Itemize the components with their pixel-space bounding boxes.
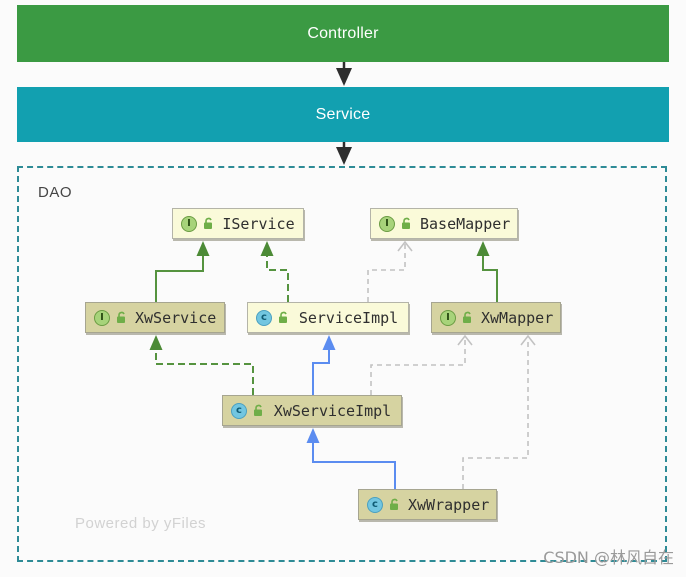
controller-layer-bar: Controller	[17, 5, 669, 62]
unlocked-padlock-icon	[201, 217, 214, 230]
node-iservice[interactable]: I IService	[172, 208, 304, 239]
arrow-service-to-dao	[336, 142, 352, 165]
node-serviceimpl[interactable]: c ServiceImpl	[247, 302, 409, 333]
csdn-watermark: CSDN @林风自在	[543, 548, 674, 567]
service-layer-bar: Service	[17, 87, 669, 142]
node-label: XwMapper	[481, 308, 554, 327]
node-label: IService	[222, 214, 295, 233]
class-icon: c	[231, 402, 247, 419]
node-label: ServiceImpl	[298, 308, 399, 327]
node-label: XwWrapper	[408, 495, 490, 514]
interface-icon: I	[181, 215, 197, 232]
unlocked-padlock-icon	[387, 498, 400, 511]
node-label: XwServiceImpl	[273, 401, 392, 420]
node-xwserviceimpl[interactable]: c XwServiceImpl	[222, 395, 402, 426]
interface-icon: I	[379, 215, 395, 232]
class-icon: c	[256, 309, 272, 326]
unlocked-padlock-icon	[460, 311, 473, 324]
controller-layer-label: Controller	[307, 24, 379, 42]
service-layer-label: Service	[315, 105, 371, 123]
powered-by-yfiles-label: Powered by yFiles	[75, 515, 207, 532]
interface-icon: I	[440, 309, 456, 326]
dao-layer-label: DAO	[38, 184, 73, 201]
node-label: BaseMapper	[420, 214, 511, 233]
node-xwservice[interactable]: I XwService	[85, 302, 225, 333]
node-label: XwService	[135, 308, 217, 327]
unlocked-padlock-icon	[251, 404, 264, 417]
node-xwwrapper[interactable]: c XwWrapper	[358, 489, 497, 520]
arrow-controller-to-service	[336, 62, 352, 86]
unlocked-padlock-icon	[276, 311, 289, 324]
node-basemapper[interactable]: I BaseMapper	[370, 208, 518, 239]
class-icon: c	[367, 496, 383, 513]
interface-icon: I	[94, 309, 110, 326]
dao-layer-container	[17, 166, 667, 562]
unlocked-padlock-icon	[399, 217, 412, 230]
unlocked-padlock-icon	[114, 311, 127, 324]
node-xwmapper[interactable]: I XwMapper	[431, 302, 561, 333]
